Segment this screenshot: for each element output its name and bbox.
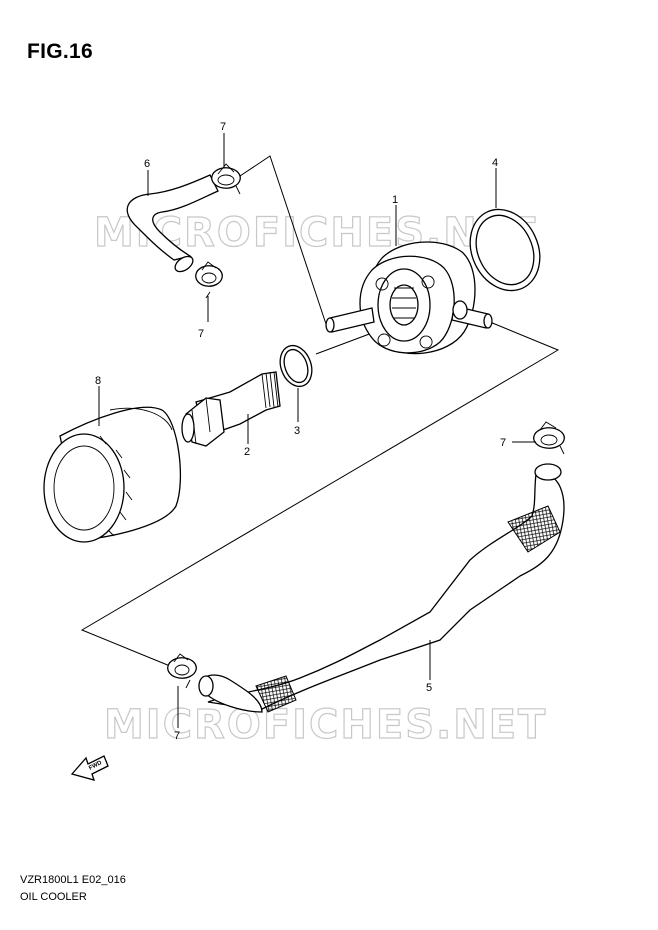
leader-lines	[98, 133, 536, 728]
callout-7-top: 7	[220, 121, 226, 133]
callout-7-upper-hose: 7	[198, 328, 204, 340]
callout-8: 8	[95, 375, 101, 387]
diagram-code: VZR1800L1 E02_016	[20, 874, 126, 886]
figure-title: FIG.16	[27, 40, 93, 63]
oil-filter-part-8	[43, 406, 182, 543]
callout-7-lower-right: 7	[500, 437, 506, 449]
oil-cooler-part-1	[325, 241, 493, 355]
callout-1: 1	[392, 194, 398, 206]
callout-6: 6	[144, 158, 150, 170]
hose-clamp-7-upper	[211, 163, 241, 195]
callout-3: 3	[294, 425, 300, 437]
callouts: 7 6 7 1 4 3 2 8 7 5 7	[95, 121, 506, 742]
lower-hose-part-5	[198, 463, 565, 713]
diagram-name: OIL COOLER	[20, 891, 87, 903]
o-ring-part-3	[279, 344, 313, 388]
callout-4: 4	[492, 157, 498, 169]
watermark-bottom: MICROFICHES.NET	[104, 702, 547, 748]
union-bolt-part-2	[181, 371, 281, 447]
assembly-line-lower-hose	[80, 321, 560, 667]
hose-clamp-7-upper-lower	[195, 261, 223, 299]
hose-clamp-7-lower-left	[167, 653, 197, 689]
callout-2: 2	[244, 446, 250, 458]
callout-5: 5	[426, 682, 432, 694]
assembly-line-upper-hose	[239, 155, 329, 331]
callout-7-lower-left: 7	[174, 730, 180, 742]
hose-clamp-7-lower-right	[533, 421, 565, 455]
forward-arrow-icon: FWD	[70, 755, 109, 781]
large-o-ring-part-4	[469, 208, 541, 292]
